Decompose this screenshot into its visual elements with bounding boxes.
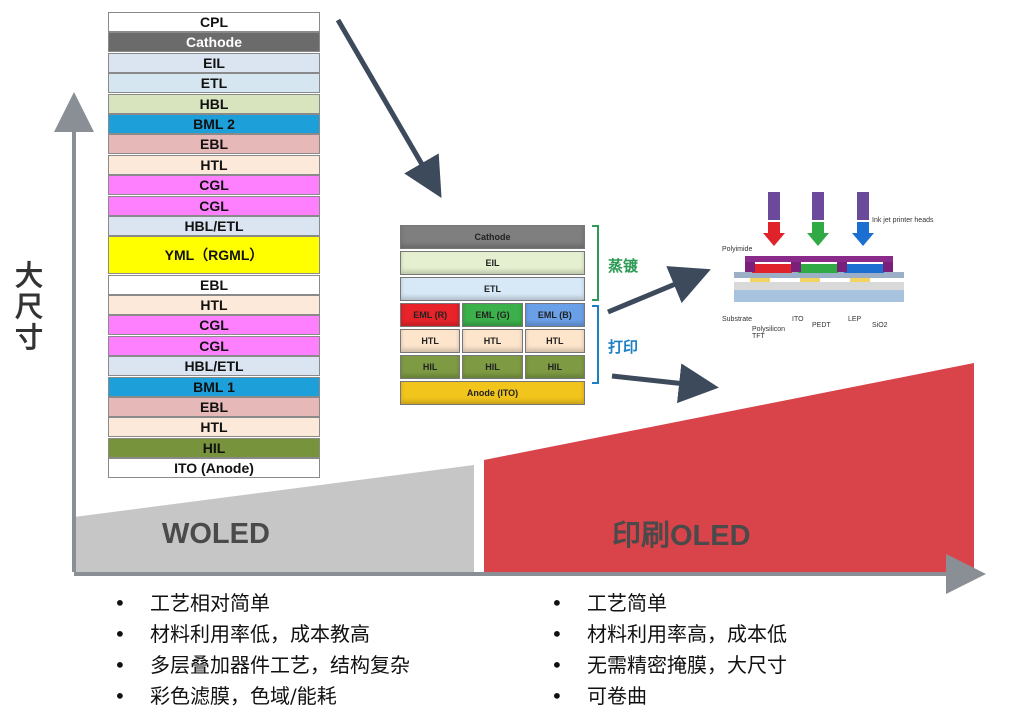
bullet-dot: •: [114, 653, 126, 677]
bullet-dot: •: [114, 591, 126, 615]
woled-layer: HTL: [108, 295, 320, 316]
woled-layer: EIL: [108, 52, 320, 73]
woled-layer: CGL: [108, 175, 320, 196]
ito-label: ITO: [792, 316, 804, 323]
arrow-to-inkjet: [607, 266, 711, 315]
feature-item: • 材料利用率低，成本教高: [114, 619, 410, 650]
woled-layer: HBL: [108, 93, 320, 114]
feature-item: • 工艺相对简单: [114, 588, 410, 619]
printed-stack-cell: EIL: [400, 251, 585, 275]
woled-layer: ITO (Anode): [108, 458, 320, 479]
printed-stack-row: Cathode: [400, 225, 585, 249]
woled-layer: YML（RGML）: [108, 236, 320, 275]
woled-layer: HTL: [108, 154, 320, 175]
woled-layer: EBL: [108, 134, 320, 155]
feature-item: • 多层叠加器件工艺，结构复杂: [114, 650, 410, 681]
lep-label: LEP: [848, 316, 862, 323]
bullet-dot: •: [551, 622, 563, 646]
woled-layer: EBL: [108, 397, 320, 418]
feature-text: 工艺简单: [587, 591, 667, 615]
printed-stack-row: EML (R)EML (G)EML (B): [400, 303, 585, 327]
arrow-to-printed-stack: [335, 18, 442, 198]
woled-layer: HBL/ETL: [108, 215, 320, 236]
woled-layer: HIL: [108, 437, 320, 458]
printed-stack-cell: HIL: [524, 355, 585, 379]
evaporation-label: 蒸镀: [608, 257, 639, 275]
woled-layer: CPL: [108, 12, 320, 32]
woled-layer: HTL: [108, 417, 320, 438]
woled-layer: Cathode: [108, 32, 320, 53]
bullet-dot: •: [114, 684, 126, 708]
woled-layer: EBL: [108, 274, 320, 295]
printed-stack-cell: Anode (ITO): [400, 381, 585, 405]
feature-item: • 可卷曲: [551, 681, 787, 712]
feature-text: 彩色滤膜，色域/能耗: [150, 684, 337, 708]
printed-stack-cell: Cathode: [400, 225, 585, 249]
printed-stack-cell: HTL: [462, 329, 523, 353]
feature-text: 多层叠加器件工艺，结构复杂: [150, 653, 410, 677]
printed-oled-label: 印刷OLED: [612, 520, 751, 552]
printed-oled-region: [484, 363, 974, 572]
feature-item: • 工艺简单: [551, 588, 787, 619]
polysilicon-tft-label: Polysilicon TFT: [752, 326, 786, 340]
bullet-dot: •: [551, 653, 563, 677]
woled-layer: CGL: [108, 315, 320, 336]
woled-layer: CGL: [108, 195, 320, 216]
woled-layer: BML 2: [108, 113, 320, 134]
woled-layer: CGL: [108, 335, 320, 356]
printing-bracket: [592, 305, 599, 384]
printed-stack-row: ETL: [400, 277, 585, 301]
woled-layer: ETL: [108, 73, 320, 94]
printed-stack-cell: EML (R): [400, 303, 461, 327]
feature-text: 可卷曲: [587, 684, 647, 708]
woled-features: • 工艺相对简单 • 材料利用率低，成本教高 • 多层叠加器件工艺，结构复杂 • 彩色滤膜，色…: [114, 588, 410, 712]
polyimide-label: Polyimide: [722, 246, 753, 253]
printed-stack-cell: ETL: [400, 277, 585, 301]
feature-text: 工艺相对简单: [150, 591, 270, 615]
substrate-label: Substrate: [722, 316, 752, 323]
y-axis-label: 大尺寸: [14, 259, 43, 354]
woled-label: WOLED: [162, 518, 270, 550]
printed-stack-cell: EML (B): [524, 303, 585, 327]
bullet-dot: •: [551, 684, 563, 708]
woled-layer: BML 1: [108, 376, 320, 397]
arrow-to-printed-region: [611, 363, 719, 404]
feature-item: • 彩色滤膜，色域/能耗: [114, 681, 410, 712]
printed-oled-features: • 工艺简单 • 材料利用率高，成本低 • 无需精密掩膜，大尺寸 • 可卷曲: [551, 588, 787, 712]
evaporation-bracket: [592, 225, 599, 301]
printing-label: 打印: [608, 338, 639, 356]
feature-text: 材料利用率低，成本教高: [150, 622, 370, 646]
printed-stack-cell: EML (G): [462, 303, 523, 327]
bullet-dot: •: [114, 622, 126, 646]
printed-stack-cell: HIL: [462, 355, 523, 379]
printed-stack-cell: HTL: [400, 329, 461, 353]
feature-item: • 材料利用率高，成本低: [551, 619, 787, 650]
pedt-label: PEDT: [812, 322, 831, 329]
sio2-label: SiO2: [872, 322, 888, 329]
printed-stack-cell: HIL: [400, 355, 461, 379]
inkjet-heads-label: Ink jet printer heads: [872, 217, 934, 224]
bullet-dot: •: [551, 591, 563, 615]
feature-text: 无需精密掩膜，大尺寸: [587, 653, 787, 677]
feature-item: • 无需精密掩膜，大尺寸: [551, 650, 787, 681]
printed-stack-cell: HTL: [524, 329, 585, 353]
printed-stack-row: EIL: [400, 251, 585, 275]
feature-text: 材料利用率高，成本低: [587, 622, 787, 646]
inkjet-illustration: [734, 192, 904, 302]
printed-stack-row: Anode (ITO): [400, 381, 585, 405]
woled-layer: HBL/ETL: [108, 356, 320, 377]
woled-region: [74, 465, 474, 572]
